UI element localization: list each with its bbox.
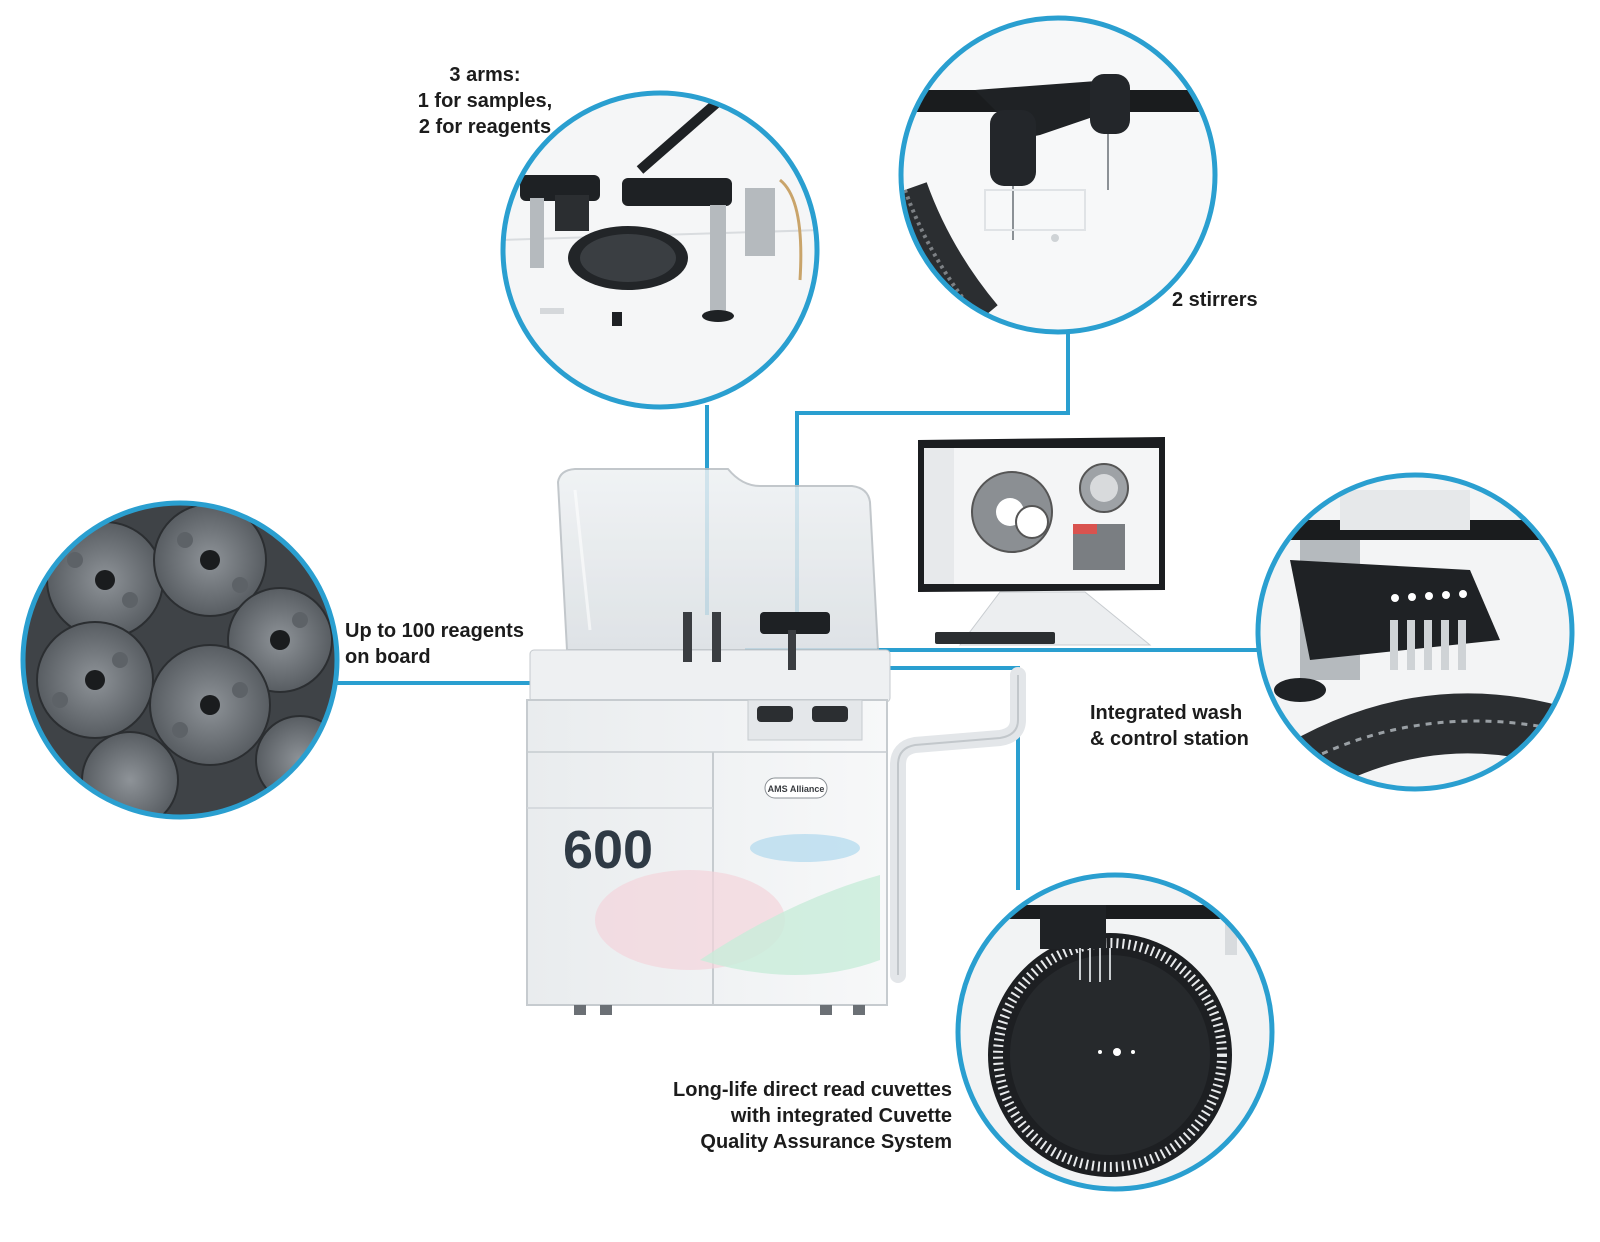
arms-callout-line: 2 for reagents <box>418 116 552 138</box>
arms-detail <box>500 90 820 410</box>
brand-text: AMS Alliance <box>768 784 825 794</box>
stirrers-detail <box>898 15 1218 335</box>
wash-callout: Integrated wash & control station <box>1090 700 1290 752</box>
analyzer-machine: AMS Alliance 600 <box>526 468 1026 1015</box>
cuvettes-callout: Long-life direct read cuvettes with inte… <box>640 1077 952 1155</box>
analyzer-deck <box>529 649 891 703</box>
wash-callout-line: Integrated wash <box>1090 702 1243 724</box>
stirrers-callout-line: 2 stirrers <box>1172 289 1258 311</box>
arms-callout-line: 3 arms: <box>449 64 521 86</box>
stirrers-callout: 2 stirrers <box>1172 287 1332 313</box>
monitor <box>918 437 1165 646</box>
reagents-detail <box>20 500 340 820</box>
analyzer-lid <box>556 468 880 651</box>
brand-badge <box>764 777 828 799</box>
model-number: 600 <box>563 820 653 880</box>
cuvettes-callout-line: with integrated Cuvette <box>730 1105 952 1127</box>
cuvettes-callout-line: Quality Assurance System <box>700 1131 952 1153</box>
arms-callout: 3 arms: 1 for samples, 2 for reagents <box>380 62 590 140</box>
cuvettes-callout-line: Long-life direct read cuvettes <box>673 1079 952 1101</box>
arms-callout-line: 1 for samples, <box>417 90 553 112</box>
reagents-callout: Up to 100 reagents on board <box>345 618 575 670</box>
cuvettes-detail <box>955 872 1275 1192</box>
reagents-callout-line: Up to 100 reagents <box>345 620 524 642</box>
wash-callout-line: & control station <box>1090 728 1249 750</box>
wash-station-detail <box>1255 472 1575 792</box>
reagents-callout-line: on board <box>345 646 431 668</box>
